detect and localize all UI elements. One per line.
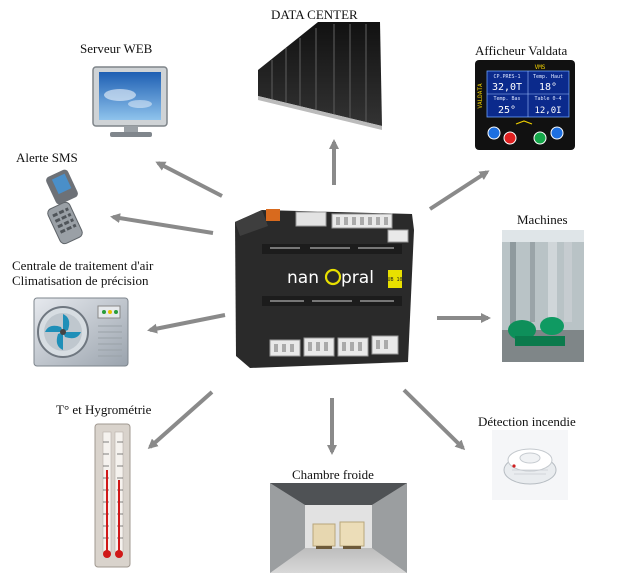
display-cell-2-label: Temp. Bas <box>493 96 520 102</box>
display-cell-3-label: Table 0-4 <box>534 96 561 102</box>
cold-room-image <box>270 483 407 573</box>
monitor-image <box>92 66 168 137</box>
display-up-button-icon <box>550 126 564 140</box>
arrow-to-afficheur <box>428 170 490 211</box>
label-data-center: DATA CENTER <box>271 7 358 22</box>
label-centrale-line-1: Centrale de traitement d'air <box>12 258 154 273</box>
label-alerte-sms: Alerte SMS <box>16 150 78 165</box>
label-machines: Machines <box>517 212 568 227</box>
label-afficheur-valdata: Afficheur Valdata <box>475 43 568 58</box>
thermometer-image <box>94 423 131 568</box>
label-hygrometrie: T° et Hygrométrie <box>56 402 152 417</box>
display-cell-0-value: 32,0T <box>492 82 522 93</box>
display-side-label: VALDATA <box>477 83 484 109</box>
label-centrale: Centrale de traitement d'air Climatisati… <box>12 258 153 288</box>
display-alert-button-icon <box>503 131 517 145</box>
machines-image <box>502 230 584 362</box>
arrow-to-centrale <box>147 313 226 334</box>
arrow-to-alerte-sms <box>110 213 214 235</box>
label-serveur-web: Serveur WEB <box>80 41 153 56</box>
data-center-image <box>258 22 382 130</box>
arrow-to-detection <box>402 388 466 451</box>
device-badge: UB 10 <box>387 277 402 283</box>
connection-arrows <box>110 139 491 455</box>
display-down-button-icon <box>487 126 501 140</box>
arrow-to-hygrometrie <box>147 390 214 449</box>
display-ok-button-icon <box>533 131 547 145</box>
label-detection-incendie: Détection incendie <box>478 414 576 429</box>
display-cell-1-label: Temp. Haut <box>533 74 563 80</box>
arrow-to-serveur-web <box>155 161 223 198</box>
air-handling-unit-image <box>33 297 129 367</box>
smoke-detector-image <box>492 430 568 500</box>
display-device-image: VMS VALDATA CP.PRES-1 32,0T Temp. Haut 1… <box>475 60 575 150</box>
phone-image <box>46 169 83 245</box>
device-brand-prefix: nan <box>287 268 319 288</box>
nanopral-controller: nan pral UB 10 <box>235 209 414 368</box>
device-brand-suffix: pral <box>341 268 374 288</box>
display-cell-0-label: CP.PRES-1 <box>493 74 520 80</box>
display-cell-3-value: 12,0I <box>534 106 561 116</box>
display-cell-2-value: 25° <box>498 105 516 116</box>
display-logo: VMS <box>535 64 546 71</box>
label-centrale-line-2: Climatisation de précision <box>12 273 149 288</box>
label-chambre-froide: Chambre froide <box>292 467 374 482</box>
device-brand-o-icon <box>324 268 342 286</box>
display-cell-1-value: 18° <box>539 82 557 93</box>
